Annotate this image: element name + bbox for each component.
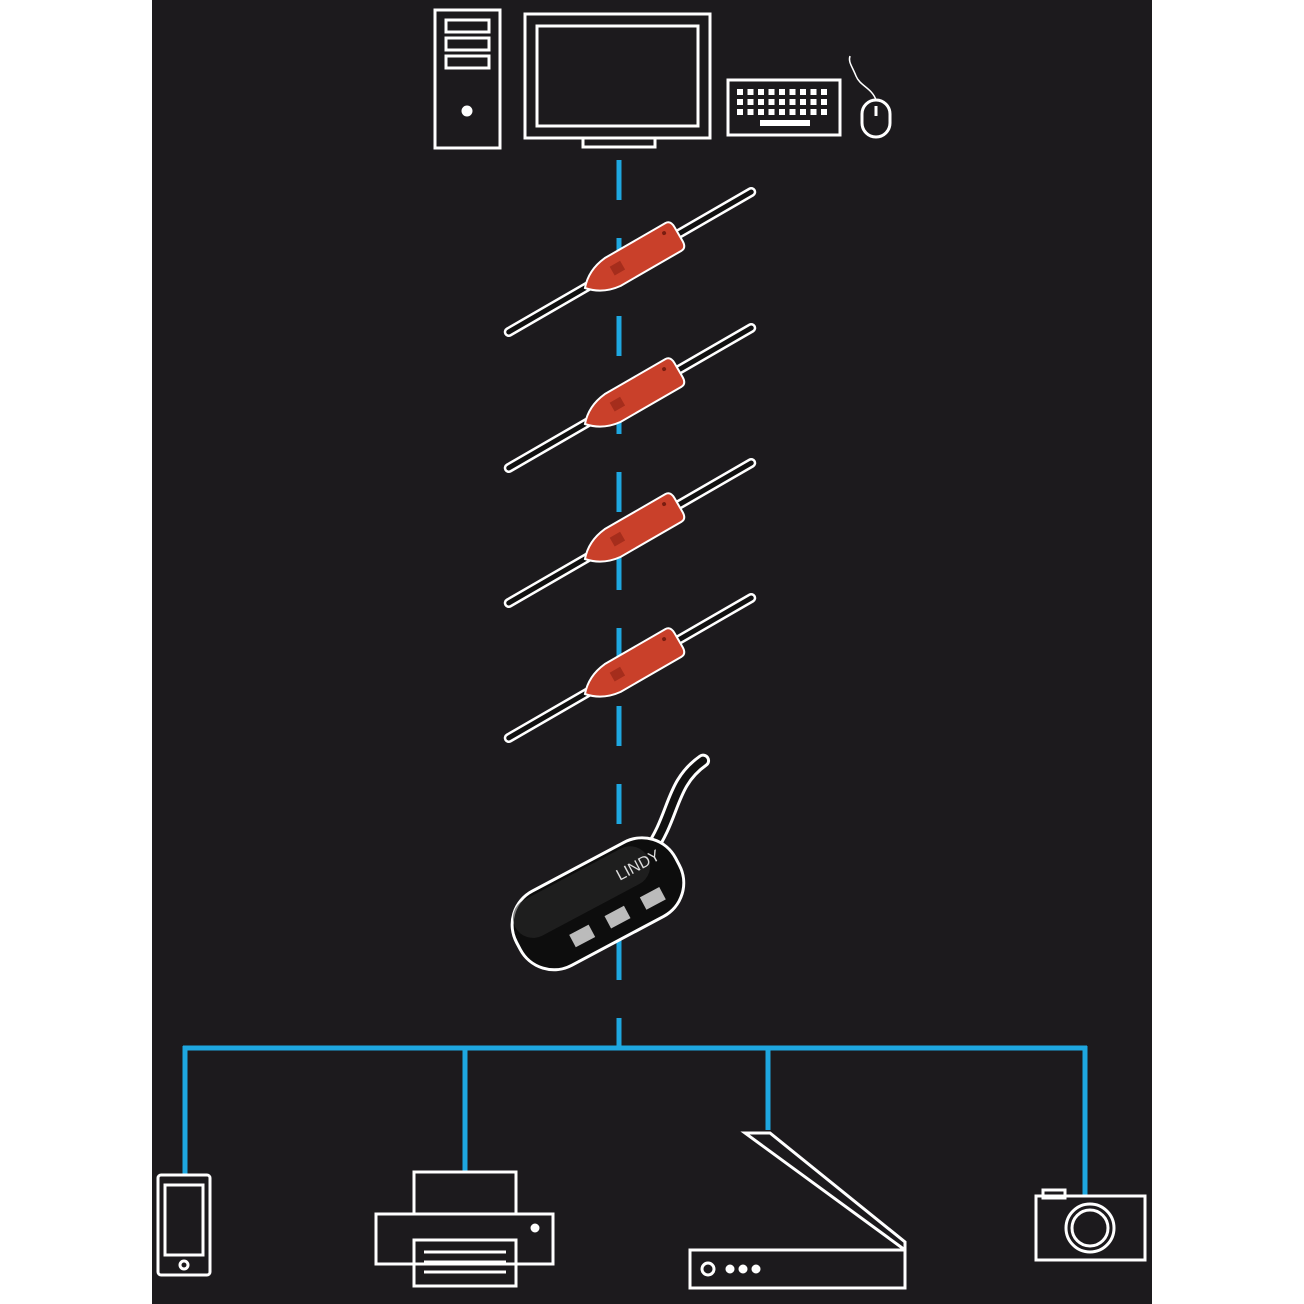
key <box>821 109 827 115</box>
active-repeater-cable <box>503 458 757 608</box>
key <box>758 109 764 115</box>
active-repeater-cable <box>503 187 757 337</box>
key <box>821 89 827 95</box>
key <box>768 89 775 95</box>
key <box>737 99 743 105</box>
key <box>779 89 785 95</box>
key <box>779 109 785 115</box>
key <box>747 99 754 105</box>
monitor-icon <box>523 12 712 149</box>
usb-port <box>604 905 631 929</box>
key <box>810 109 817 115</box>
scanner-icon <box>688 1131 907 1290</box>
key <box>789 89 796 95</box>
key <box>800 109 806 115</box>
key <box>810 99 817 105</box>
printer-icon <box>374 1170 555 1288</box>
keyboard-icon <box>726 78 842 137</box>
desktop-tower-icon <box>433 8 502 150</box>
key <box>821 99 827 105</box>
key <box>747 89 754 95</box>
key <box>779 99 785 105</box>
active-repeater-cable <box>503 593 757 743</box>
usb-hub: LINDY <box>510 753 711 972</box>
key <box>768 99 775 105</box>
camera-icon <box>1034 1188 1147 1262</box>
key <box>789 99 796 105</box>
usb-port <box>569 924 596 948</box>
key <box>747 109 754 115</box>
smartphone-icon <box>156 1173 212 1277</box>
mouse-icon <box>848 55 892 139</box>
key <box>800 89 806 95</box>
key <box>758 99 764 105</box>
active-repeater-cable <box>503 323 757 473</box>
key <box>737 109 743 115</box>
key <box>768 109 775 115</box>
usb-port <box>639 887 666 910</box>
key <box>800 99 806 105</box>
usb-distribution-bus <box>182 1045 1088 1195</box>
key <box>810 89 817 95</box>
key <box>758 89 764 95</box>
key <box>737 89 743 95</box>
key <box>789 109 796 115</box>
spacebar <box>760 120 810 126</box>
